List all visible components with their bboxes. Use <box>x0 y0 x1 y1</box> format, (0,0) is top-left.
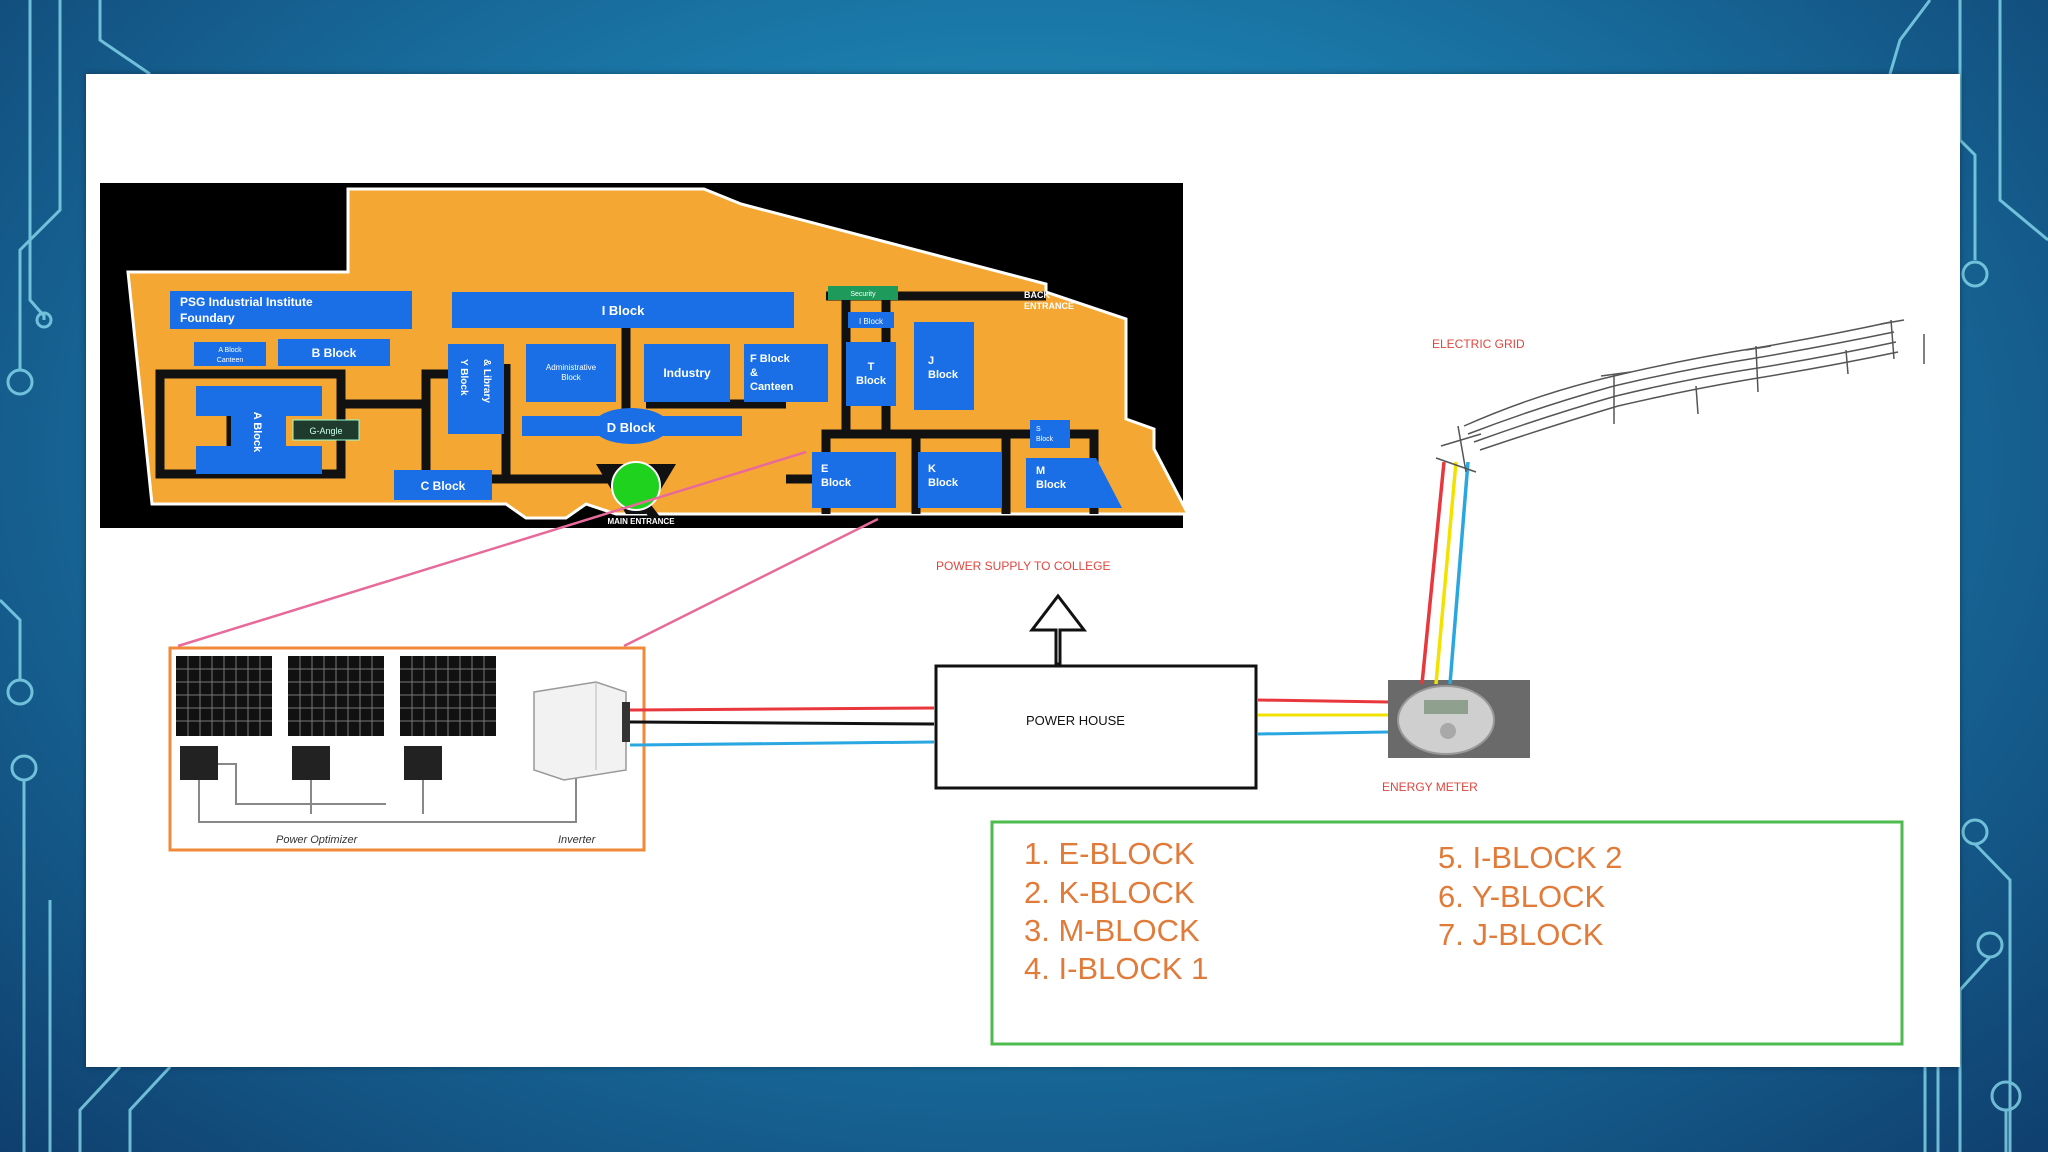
power-optimizer-label: Power Optimizer <box>276 834 359 846</box>
label-canteen-2: Canteen <box>217 357 244 364</box>
main-entrance-circle <box>611 461 661 511</box>
building-small-i-block <box>848 312 894 328</box>
building-security-room <box>828 286 898 300</box>
block-list-box <box>990 820 1904 1046</box>
label-small-i-block: I Block <box>859 317 884 326</box>
label-f-1: F Block <box>750 353 791 365</box>
building-f-block <box>744 344 828 402</box>
building-a-block-canteen <box>194 342 266 366</box>
label-admin-2: Block <box>561 373 582 382</box>
meter-wires <box>1257 698 1389 736</box>
block-list-item-6: 6. Y-BLOCK <box>1438 879 1605 914</box>
map-connector-lines <box>177 450 879 648</box>
building-m-block <box>1026 458 1122 508</box>
power-house-label: POWER HOUSE <box>1026 713 1125 728</box>
label-i-block: I Block <box>602 303 645 318</box>
label-c-block: C Block <box>421 479 466 493</box>
campus-map: PSG Industrial Institute Foundary I Bloc… <box>100 183 1191 528</box>
building-psg-foundry <box>170 291 412 329</box>
building-g-angle <box>292 419 360 441</box>
label-e-2: Block <box>821 477 852 489</box>
label-y-block: Y Block <box>458 359 469 396</box>
building-s-block <box>1030 420 1070 448</box>
block-list-item-2: 2. K-BLOCK <box>1024 875 1195 910</box>
block-list-item-1: 1. E-BLOCK <box>1024 836 1195 871</box>
solar-panel-2 <box>288 656 384 736</box>
building-t-block <box>846 342 896 406</box>
up-arrow-icon <box>1028 593 1088 666</box>
label-j-1: J <box>928 355 934 367</box>
power-supply-label: POWER SUPPLY TO COLLEGE <box>936 559 1111 573</box>
inverter-icon <box>533 681 630 781</box>
back-entrance-label-2: ENTRANCE <box>1024 301 1074 311</box>
building-administrative <box>526 344 616 402</box>
energy-meter-label: ENERGY METER <box>1382 780 1478 794</box>
label-b-block: B Block <box>312 346 357 360</box>
label-k-1: K <box>928 463 936 475</box>
energy-meter-icon <box>1388 680 1530 758</box>
label-f-3: Canteen <box>750 381 794 393</box>
building-j-block <box>914 322 974 410</box>
building-industry <box>644 344 730 402</box>
building-d-block <box>522 416 742 436</box>
solar-panel-1 <box>176 656 272 736</box>
main-entrance-label: MAIN ENTRANCE <box>607 517 675 526</box>
power-house-box <box>934 664 1258 790</box>
solar-panel-3 <box>400 656 496 736</box>
optimizer-wiring <box>198 763 577 823</box>
building-c-block <box>394 470 492 500</box>
label-j-2: Block <box>928 369 959 381</box>
inverter-label: Inverter <box>558 834 597 846</box>
block-list-item-5: 5. I-BLOCK 2 <box>1438 840 1622 875</box>
building-i-block <box>452 292 794 328</box>
label-d-block: D Block <box>607 420 656 435</box>
building-k-block <box>918 452 1002 508</box>
label-g-angle: G-Angle <box>309 426 342 436</box>
building-a-block <box>196 386 322 474</box>
label-t-1: T <box>868 361 875 373</box>
slide: PSG Industrial Institute Foundary I Bloc… <box>86 74 1960 1067</box>
label-t-2: Block <box>856 375 887 387</box>
building-e-block <box>812 452 896 508</box>
block-list-item-3: 3. M-BLOCK <box>1024 913 1200 948</box>
grid-wires <box>1420 461 1470 685</box>
label-psg-2: Foundary <box>180 311 235 325</box>
power-optimizer-icons <box>180 746 442 780</box>
back-entrance-label-1: BACK <box>1024 290 1050 300</box>
label-library: & Library <box>481 359 492 403</box>
label-f-2: & <box>750 367 758 379</box>
label-a-block: A Block <box>251 412 263 453</box>
electric-grid-label: ELECTRIC GRID <box>1432 337 1525 351</box>
building-b-block <box>278 339 390 366</box>
label-security: Security <box>850 291 876 298</box>
label-k-2: Block <box>928 477 959 489</box>
label-industry: Industry <box>663 366 711 380</box>
label-s-2: Block <box>1036 436 1054 443</box>
label-psg-1: PSG Industrial Institute <box>180 295 313 309</box>
block-list-item-4: 4. I-BLOCK 1 <box>1024 951 1208 986</box>
building-y-block <box>448 344 504 434</box>
block-list-item-7: 7. J-BLOCK <box>1438 917 1604 952</box>
label-s-1: S <box>1036 426 1041 433</box>
label-m-1: M <box>1036 465 1045 477</box>
label-canteen-1: A Block <box>218 347 242 354</box>
inverter-wires <box>629 706 935 747</box>
solar-array: Power Optimizer Inverter <box>168 646 646 852</box>
electric-grid-icon <box>1435 319 1925 473</box>
label-e-1: E <box>821 463 828 475</box>
label-admin-1: Administrative <box>546 363 597 372</box>
label-m-2: Block <box>1036 479 1067 491</box>
